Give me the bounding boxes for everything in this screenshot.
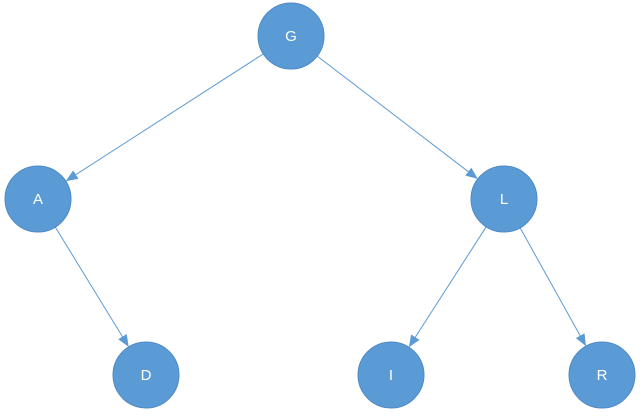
edge-l-to-r xyxy=(519,227,586,347)
edge-g-to-l xyxy=(316,55,478,179)
node-circle xyxy=(357,341,425,409)
tree-node-d: D xyxy=(112,341,180,409)
edge-a-to-d xyxy=(54,226,129,347)
node-label: A xyxy=(33,191,43,208)
node-circle xyxy=(112,341,180,409)
tree-node-r: R xyxy=(568,341,636,409)
edges-layer xyxy=(54,53,586,348)
node-circle xyxy=(4,165,72,233)
tree-node-l: L xyxy=(470,165,538,233)
node-circle xyxy=(568,341,636,409)
tree-node-i: I xyxy=(357,341,425,409)
tree-node-a: A xyxy=(4,165,72,233)
node-label: D xyxy=(141,367,152,384)
node-label: I xyxy=(389,367,393,384)
node-circle xyxy=(470,165,538,233)
node-label: R xyxy=(597,367,608,384)
node-label: L xyxy=(500,191,508,208)
nodes-layer: G A L D I R xyxy=(4,2,636,409)
node-circle xyxy=(257,2,325,70)
edge-l-to-i xyxy=(408,226,487,348)
node-label: G xyxy=(285,28,297,45)
edge-g-to-a xyxy=(65,53,264,182)
tree-node-g: G xyxy=(257,2,325,70)
